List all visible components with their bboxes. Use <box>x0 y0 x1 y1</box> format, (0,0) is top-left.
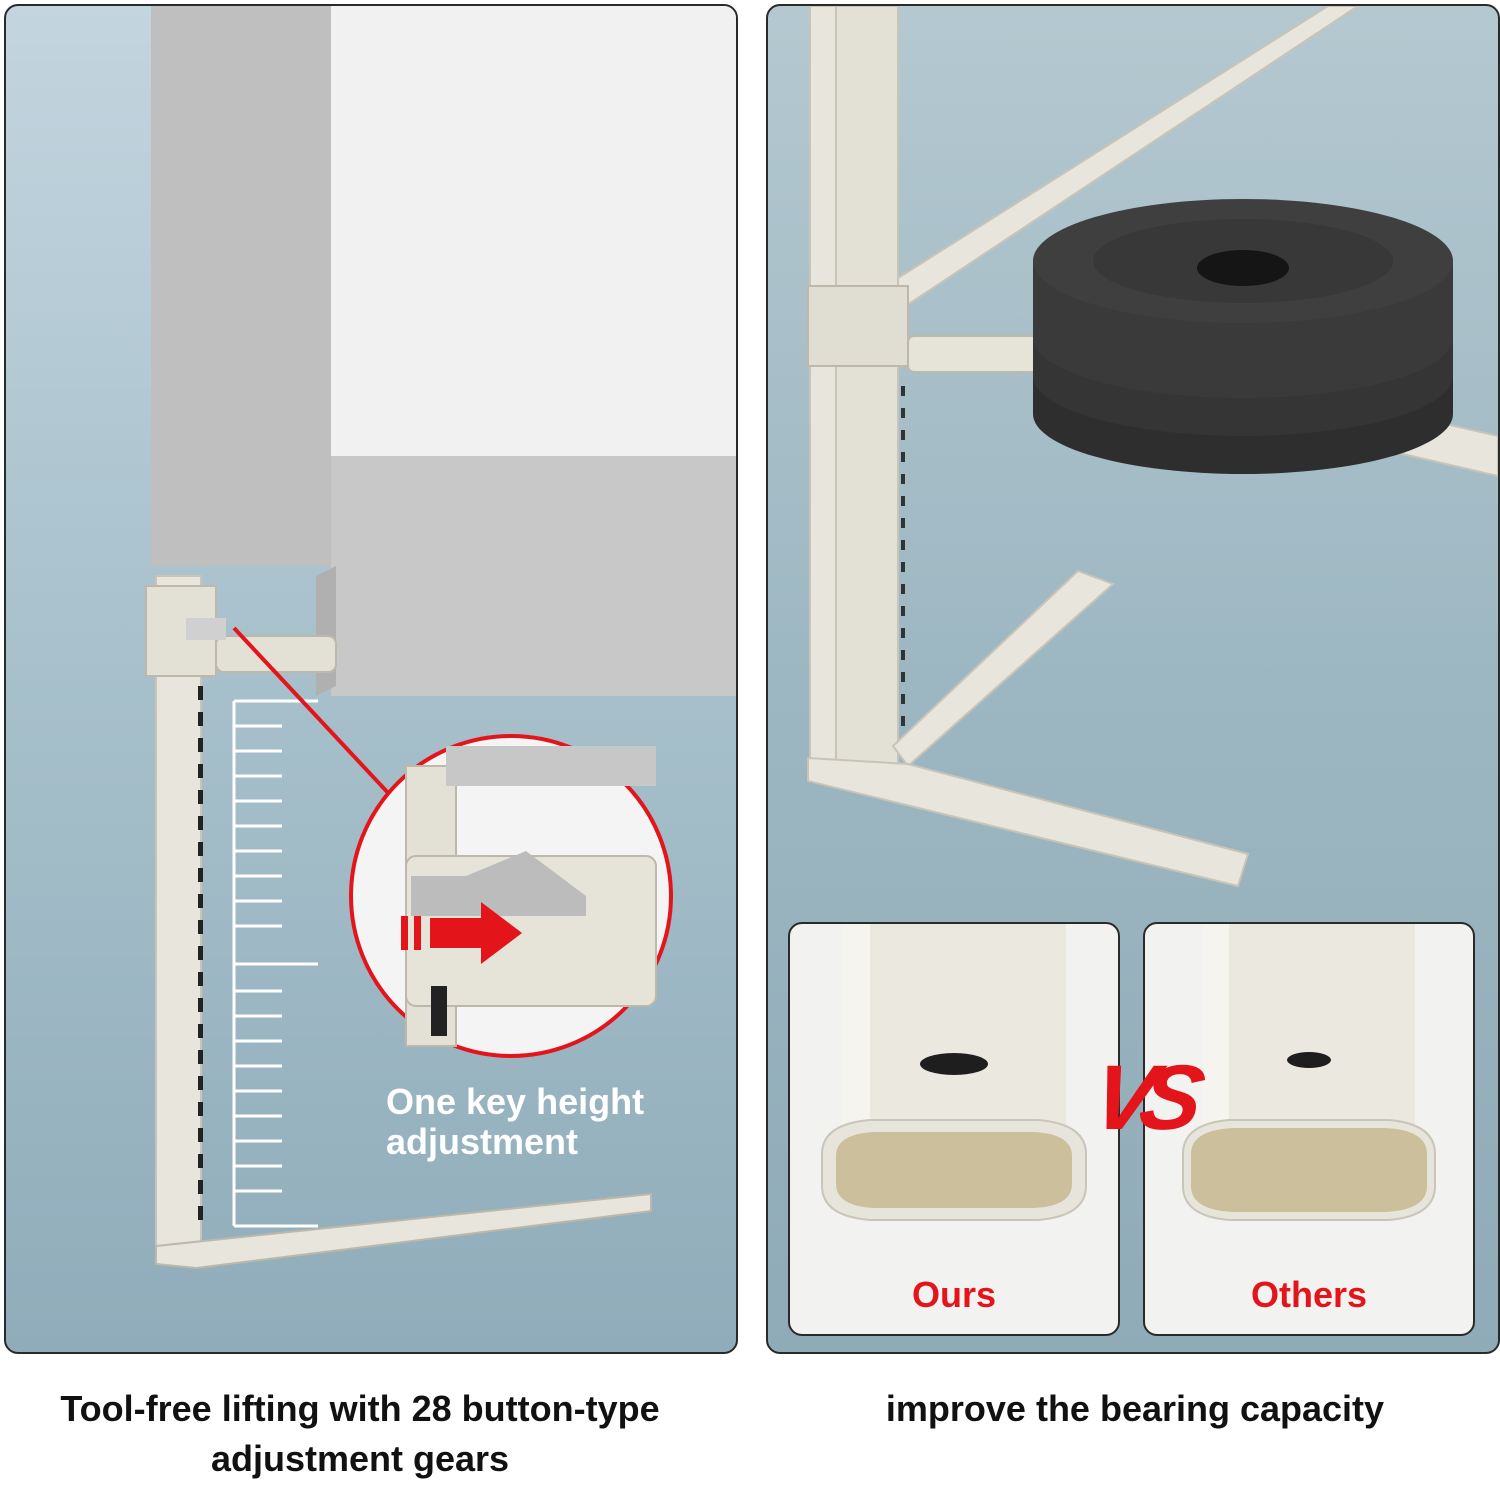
height-scale-ruler <box>232 699 318 1228</box>
bed-rail-height-illustration <box>145 6 736 1270</box>
height-clamp <box>807 285 909 367</box>
push-arrow-icon <box>430 902 522 964</box>
adjustment-holes <box>198 686 203 1220</box>
base-foot <box>155 1192 652 1270</box>
release-button <box>186 618 226 640</box>
versus-label: VS <box>1085 1047 1198 1149</box>
tube-cross-section-ours <box>821 924 1087 1221</box>
tube-cross-section-others <box>1182 924 1436 1221</box>
rail-fabric-lower <box>331 456 736 696</box>
vertical-post-outer <box>809 6 837 767</box>
adjustment-holes <box>901 386 905 726</box>
caption-bearing-capacity: improve the bearing capacity <box>885 1388 1385 1429</box>
rail-fabric-panel <box>151 6 331 566</box>
ours-label: Ours <box>911 1274 997 1315</box>
others-label: Others <box>1250 1274 1368 1315</box>
rail-mesh-panel <box>331 6 736 461</box>
zoom-pointer-line <box>232 626 393 798</box>
load-bearing-illustration <box>807 6 1498 888</box>
zoom-detail-circle <box>349 734 673 1058</box>
right-feature-panel: Ours Others VS <box>766 4 1500 1354</box>
vertical-post-inner <box>835 6 899 777</box>
vertical-post <box>155 575 202 1247</box>
weight-plates-stack <box>1033 199 1453 474</box>
support-rod-lower <box>891 569 1115 768</box>
comparison-card-others: Others <box>1143 922 1475 1336</box>
comparison-card-ours: Ours <box>788 922 1120 1336</box>
base-foot <box>807 756 1250 888</box>
caption-height-adjustment: Tool-free lifting with 28 button-type ad… <box>60 1388 660 1479</box>
left-feature-panel: One key height adjustment <box>4 4 738 1354</box>
height-adjustment-callout: One key height adjustment <box>386 1081 645 1162</box>
